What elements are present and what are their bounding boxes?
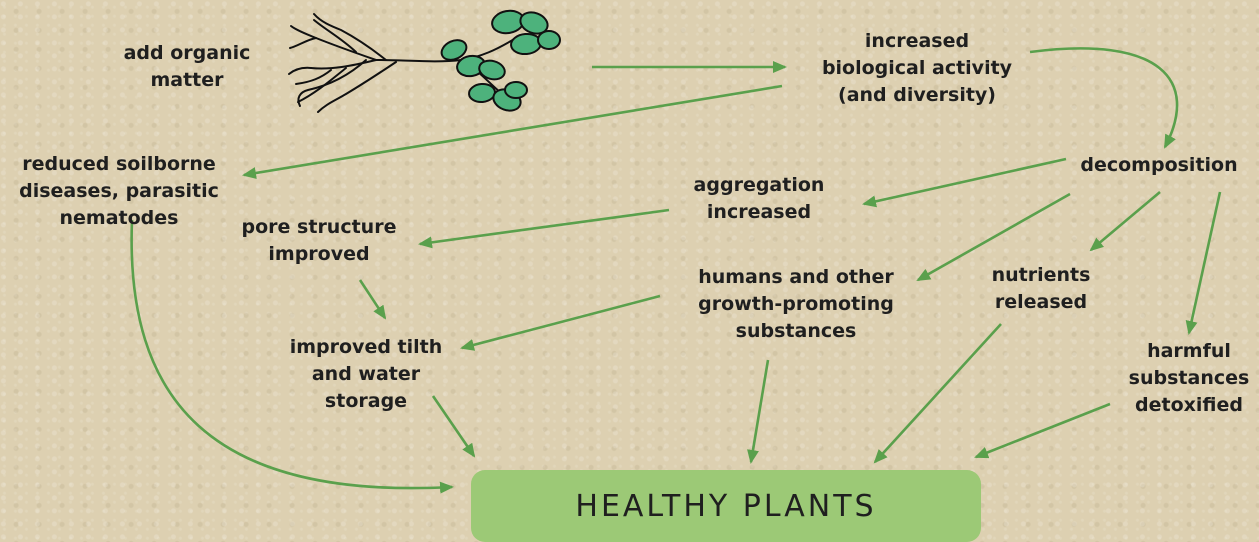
arrow-aggregation-to-pore — [420, 210, 669, 244]
node-decomposition: decomposition — [1080, 152, 1237, 179]
arrow-nutrients-to-plants — [875, 324, 1001, 462]
arrow-humans-to-plants — [751, 360, 768, 462]
arrow-harmful-to-plants — [976, 404, 1110, 457]
healthy-plants-label: HEALTHY PLANTS — [575, 489, 876, 524]
node-add-organic-matter: add organic matter — [124, 40, 251, 94]
arrow-activity-to-decomposition — [1030, 48, 1177, 147]
node-humans-growth-promoting: humans and other growth-promoting substa… — [698, 264, 894, 345]
arrow-humans-to-tilth — [462, 296, 660, 348]
arrow-decomposition-to-harmful — [1189, 192, 1220, 333]
arrow-pore-to-tilth — [360, 280, 385, 318]
node-pore-structure-improved: pore structure improved — [242, 214, 397, 268]
node-improved-tilth: improved tilth and water storage — [290, 334, 443, 415]
node-nutrients-released: nutrients released — [992, 262, 1091, 316]
node-increased-biological-activity: increased biological activity (and diver… — [822, 28, 1012, 109]
node-aggregation-increased: aggregation increased — [694, 172, 825, 226]
arrow-decomposition-to-nutrients — [1091, 192, 1160, 250]
node-harmful-substances-detoxified: harmful substances detoxified — [1129, 338, 1250, 419]
arrow-decomposition-to-aggregation — [864, 159, 1066, 204]
node-reduced-soilborne-diseases: reduced soilborne diseases, parasitic ne… — [19, 151, 219, 232]
plant-roots-icon — [286, 8, 561, 118]
healthy-plants-box: HEALTHY PLANTS — [471, 470, 981, 542]
